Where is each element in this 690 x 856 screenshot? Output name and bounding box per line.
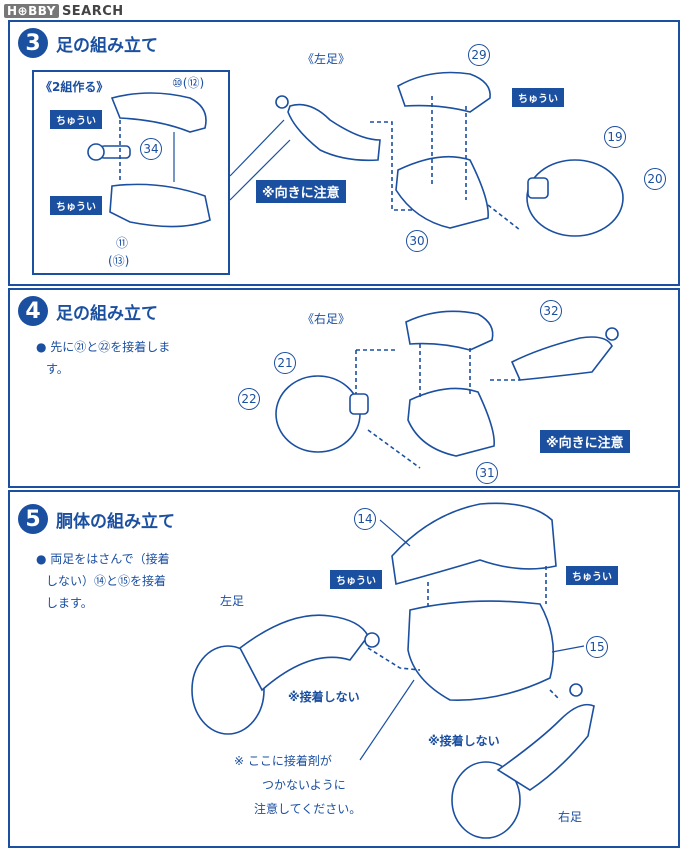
- part-label-21: 21: [274, 352, 296, 374]
- part-11-shape: [109, 183, 211, 228]
- step5-guide-4: [549, 689, 561, 701]
- part-label-19: 19: [604, 126, 626, 148]
- step5-title: 胴体の組み立て: [56, 511, 175, 532]
- leader-15: [551, 645, 585, 653]
- part-label-22: 22: [238, 388, 260, 410]
- watermark-text: SEARCH: [61, 3, 124, 19]
- step4-header: 4 足の組み立て: [18, 296, 158, 326]
- right-foot-shape: [451, 761, 521, 839]
- foot-19-20-shape: [526, 159, 624, 237]
- step4-warning-orientation: ※向きに注意: [540, 430, 630, 453]
- part-label-32: 32: [540, 300, 562, 322]
- step5-chuui-tag-1: ちゅうい: [330, 570, 382, 589]
- part-30-shape: [395, 155, 489, 229]
- part-label-34: 34: [140, 138, 162, 160]
- step3-panel: [8, 20, 680, 286]
- step3-subtitle: 《左足》: [302, 52, 351, 66]
- left-leg-body-shape: [238, 614, 369, 692]
- part-label-20: 20: [644, 168, 666, 190]
- part-15-shape: [407, 600, 555, 701]
- step4-number: 4: [18, 296, 48, 326]
- part-label-15: 15: [586, 636, 608, 658]
- step3-number: 3: [18, 28, 48, 58]
- left-leg-ball: [364, 632, 380, 648]
- part-32-shape: [405, 310, 494, 351]
- left-foot-shape: [191, 645, 265, 735]
- step5-note-line1: ● 両足をはさんで（接着: [36, 552, 170, 566]
- step5-panel: [8, 490, 680, 848]
- step3-warning-orientation: ※向きに注意: [256, 180, 346, 203]
- hobby-search-watermark: H⊕BBY SEARCH: [4, 2, 124, 20]
- caution-line1: ※ ここに接着剤が: [234, 754, 332, 768]
- foot-joint-shape: [527, 177, 549, 199]
- part-14-shape: [391, 502, 557, 586]
- no-glue-note-2: ※接着しない: [428, 734, 500, 748]
- foot-joint-shape-r: [349, 393, 369, 415]
- left-leg-shape: [287, 103, 381, 162]
- step5-guide-3: [367, 647, 421, 671]
- right-leg-body-shape: [496, 703, 595, 791]
- part-34-head: [87, 143, 105, 161]
- step5-header: 5 胴体の組み立て: [18, 504, 175, 534]
- right-leg-ball: [569, 683, 583, 697]
- label-right-leg: 右足: [558, 810, 583, 824]
- no-glue-note-1: ※接着しない: [288, 690, 360, 704]
- step3-title: 足の組み立て: [56, 35, 158, 56]
- inset-chuui-tag-1: ちゅうい: [50, 110, 102, 129]
- step4-note-line2: す。: [46, 362, 69, 376]
- inset-label: 《2組作る》: [40, 80, 109, 94]
- step3-guide-1: [370, 121, 412, 211]
- part-label-31: 31: [476, 462, 498, 484]
- step5-note-line3: します。: [46, 596, 93, 610]
- inset-chuui-tag-2: ちゅうい: [50, 196, 102, 215]
- label-left-leg: 左足: [220, 594, 245, 608]
- caution-line2: つかないように: [262, 778, 346, 792]
- step5-chuui-tag-2: ちゅうい: [566, 566, 618, 585]
- part-31-shape: [407, 387, 495, 457]
- part-label-10-12: ⑩(⑫): [172, 76, 205, 90]
- step4-guide-6: [367, 429, 421, 469]
- step4-title: 足の組み立て: [56, 303, 158, 324]
- part-label-29: 29: [468, 44, 490, 66]
- watermark-logo: H⊕BBY: [4, 4, 59, 18]
- leader-caution: [359, 679, 415, 761]
- part-label-14: 14: [354, 508, 376, 530]
- step4-panel: [8, 288, 680, 488]
- caution-line3: 注意してください。: [254, 802, 362, 816]
- part-10-shape: [110, 92, 207, 133]
- step3-header: 3 足の組み立て: [18, 28, 158, 58]
- part-label-11: ⑪: [116, 236, 129, 250]
- step4-subtitle: 《右足》: [302, 312, 351, 326]
- right-leg-joint: [605, 327, 619, 341]
- step5-note-line2: しない）⑭と⑮を接着: [46, 574, 167, 588]
- right-leg-shape: [510, 336, 613, 381]
- part-label-13: (⑬): [108, 254, 130, 268]
- step3-inset: [32, 70, 230, 275]
- part-label-30: 30: [406, 230, 428, 252]
- inset-callout-line-2: [229, 139, 291, 201]
- inset-callout-line-1: [229, 119, 285, 177]
- step3-chuui-tag: ちゅうい: [512, 88, 564, 107]
- leader-14: [379, 519, 411, 547]
- left-leg-joint: [275, 95, 289, 109]
- step5-number: 5: [18, 504, 48, 534]
- step4-note-line1: ● 先に㉑と㉒を接着しま: [36, 340, 171, 354]
